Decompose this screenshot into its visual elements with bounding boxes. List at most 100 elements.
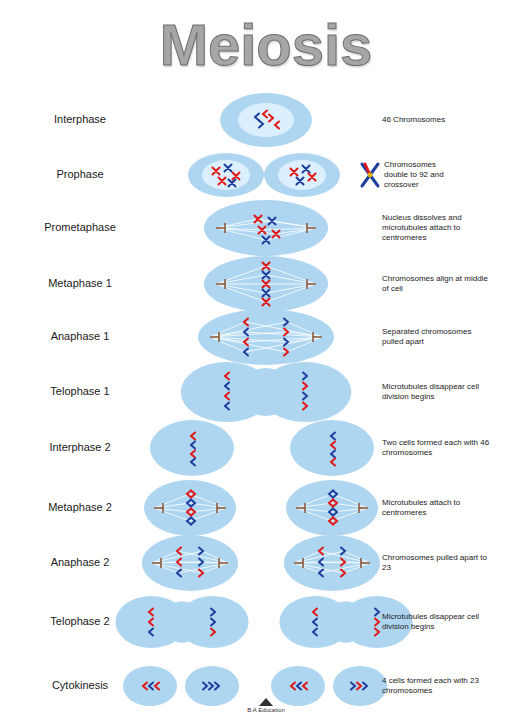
cell xyxy=(286,480,378,536)
chromosome xyxy=(191,491,195,498)
chromosome xyxy=(225,373,229,380)
chromosome xyxy=(341,548,345,555)
stage-note: Nucleus dissolves and microtubules attac… xyxy=(382,213,494,243)
chromosome xyxy=(303,373,307,380)
chromosome xyxy=(155,683,159,690)
chromosome xyxy=(149,619,153,626)
chromosome-pair xyxy=(273,231,280,238)
stage-note: Two cells formed each with 46 chromosome… xyxy=(382,438,494,458)
stage-note: Chromosomes align at middle of cell xyxy=(382,274,494,294)
chromosome xyxy=(199,559,203,566)
chromosome-pair xyxy=(297,178,304,185)
chromosome xyxy=(341,570,345,577)
stage-note: Chromosomes pulled apart to 23 xyxy=(382,553,494,573)
stage-note: Microtubules disappear cell division beg… xyxy=(382,612,494,632)
chromosome xyxy=(303,383,307,390)
chromosome xyxy=(255,114,259,121)
chromosome xyxy=(259,121,263,128)
chromosome xyxy=(284,329,288,336)
stage-name: Anaphase 2 xyxy=(51,556,110,570)
chromosome xyxy=(211,619,215,626)
stage-note: Microtubules attach to centromeres xyxy=(382,498,494,518)
stage-note: Separated chromosomes pulled apart xyxy=(382,327,494,347)
chromosome xyxy=(329,509,333,516)
chromosome xyxy=(225,403,229,410)
cell xyxy=(284,535,380,591)
stage-name: Interphase 2 xyxy=(49,441,110,455)
chromosome xyxy=(303,393,307,400)
dividing-cell xyxy=(115,596,248,648)
chromosome xyxy=(329,491,333,498)
cell xyxy=(123,666,177,706)
chromosome xyxy=(143,683,147,690)
cell xyxy=(204,200,328,256)
chromosome xyxy=(149,683,153,690)
chromosome xyxy=(329,518,333,525)
chromosome xyxy=(333,518,337,525)
cell xyxy=(220,93,312,147)
chromosome xyxy=(244,339,248,346)
chromosome xyxy=(333,500,337,507)
chromosome xyxy=(341,559,345,566)
chromosome xyxy=(191,433,195,440)
spindle xyxy=(210,322,322,352)
chromosome xyxy=(177,559,181,566)
chromosome-pair xyxy=(263,281,270,288)
chromosome xyxy=(313,629,317,636)
chromosome xyxy=(187,491,191,498)
cell xyxy=(333,666,387,706)
chromosome xyxy=(291,683,295,690)
chromosome xyxy=(363,683,367,690)
chromosome xyxy=(329,500,333,507)
cell xyxy=(271,666,325,706)
chromosome xyxy=(333,509,337,516)
chromosome-pair xyxy=(259,227,266,234)
chromosome xyxy=(319,570,323,577)
title: Meiosis xyxy=(160,9,373,82)
chromosome xyxy=(199,570,203,577)
chromosome-pair xyxy=(225,165,232,172)
cell xyxy=(198,309,334,365)
chromosome xyxy=(211,609,215,616)
stage-note: Microtubules disappear cell division beg… xyxy=(382,382,494,402)
chromosome xyxy=(319,548,323,555)
chromosome xyxy=(225,393,229,400)
chromosome xyxy=(263,111,267,118)
chromosome-icon xyxy=(362,164,378,186)
chromosome xyxy=(297,683,301,690)
stage-name: Telophase 2 xyxy=(50,615,109,629)
chromosome xyxy=(331,451,335,458)
chromosome-pair xyxy=(269,218,276,225)
chromosome xyxy=(331,442,335,449)
chromosome-pair xyxy=(309,174,316,181)
chromosome-pair xyxy=(263,299,270,306)
chromosome xyxy=(375,629,379,636)
chromosome-pair xyxy=(263,237,270,244)
chromosome xyxy=(333,491,337,498)
chromosome xyxy=(191,459,195,466)
chromosome xyxy=(187,518,191,525)
chromosome xyxy=(199,548,203,555)
nucleus xyxy=(278,160,326,190)
nucleus xyxy=(202,160,250,190)
chromosome xyxy=(357,683,361,690)
chromosome xyxy=(149,629,153,636)
cell xyxy=(150,420,234,476)
chromosome xyxy=(351,683,355,690)
chromosome-pair xyxy=(291,169,298,176)
chromosome xyxy=(177,548,181,555)
chromosome-pair xyxy=(255,216,262,223)
chromosome xyxy=(244,329,248,336)
chromosome-pair xyxy=(303,166,310,173)
chromosome xyxy=(191,509,195,516)
watermark-icon xyxy=(259,698,273,706)
nucleus xyxy=(238,103,294,137)
cell xyxy=(290,420,374,476)
stage-name: Telophase 1 xyxy=(50,385,109,399)
chromosome xyxy=(211,629,215,636)
stage-note: 4 cells formed each with 23 chromosomes xyxy=(382,676,494,696)
chromosome xyxy=(284,339,288,346)
chromosome xyxy=(244,319,248,326)
spindle xyxy=(152,551,228,573)
chromosome xyxy=(313,619,317,626)
